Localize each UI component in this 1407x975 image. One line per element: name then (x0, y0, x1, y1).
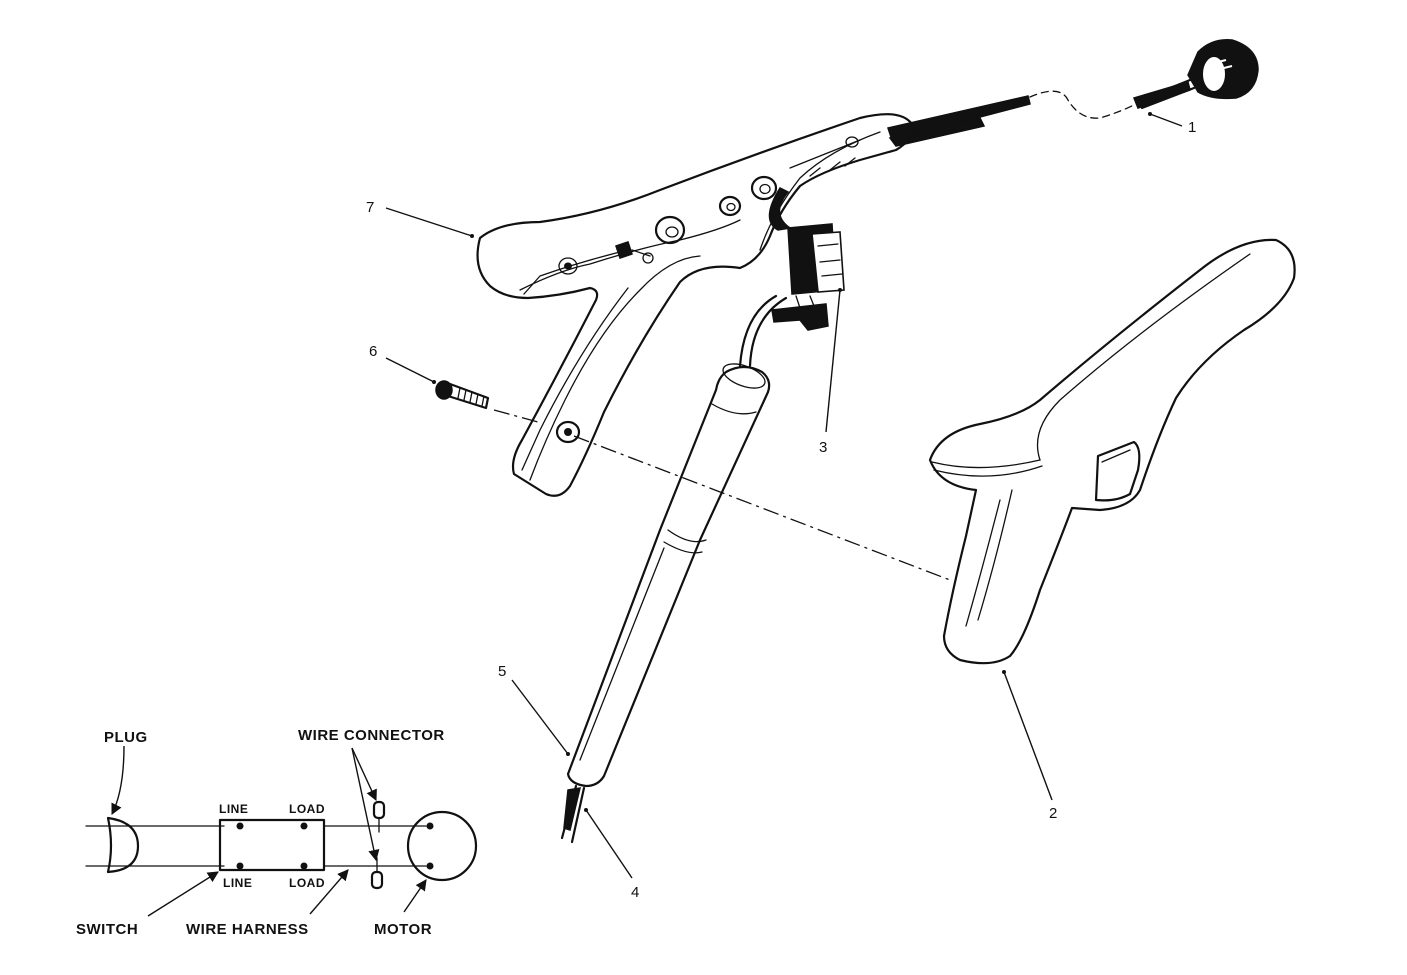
part-4-motor-leads (560, 784, 586, 844)
motor-symbol (406, 810, 478, 882)
assembly-line-screw (493, 409, 539, 423)
plug-label: PLUG (104, 729, 148, 746)
part-2-handle-shell (928, 238, 1296, 665)
callout-6: 6 (369, 343, 377, 360)
callout-7: 7 (366, 199, 374, 216)
switch-load-top-label: LOAD (289, 802, 325, 816)
part-5-motor-tube (566, 363, 771, 788)
wire-harness-label: WIRE HARNESS (186, 921, 309, 938)
part-6-screw (435, 380, 490, 410)
callout-5: 5 (498, 663, 506, 680)
wire-connector-label: WIRE CONNECTOR (298, 727, 445, 744)
wiring-schematic: PLUG WIRE CONNECTOR LINE LOAD LINE LOAD … (76, 727, 478, 938)
part-7-handle-half (476, 113, 914, 497)
callout-4: 4 (631, 884, 639, 901)
switch-box (218, 818, 326, 872)
switch-load-bottom-label: LOAD (289, 876, 325, 890)
callout-1: 1 (1188, 119, 1196, 136)
part-3-switch (771, 223, 845, 331)
callout-2: 2 (1049, 805, 1057, 822)
callout-3: 3 (819, 439, 827, 456)
wire-connector-top (372, 800, 386, 833)
switch-line-top-label: LINE (219, 802, 248, 816)
part-1-power-cord-plug (887, 39, 1259, 147)
callout-group: 1 2 3 4 5 6 7 (366, 112, 1196, 901)
assembly-line-boss-to-shell (573, 435, 951, 581)
plug-symbol (106, 816, 140, 874)
switch-line-bottom-label: LINE (223, 876, 252, 890)
motor-label: MOTOR (374, 921, 432, 938)
switch-label: SWITCH (76, 921, 138, 938)
wire-connector-bottom (370, 857, 384, 890)
